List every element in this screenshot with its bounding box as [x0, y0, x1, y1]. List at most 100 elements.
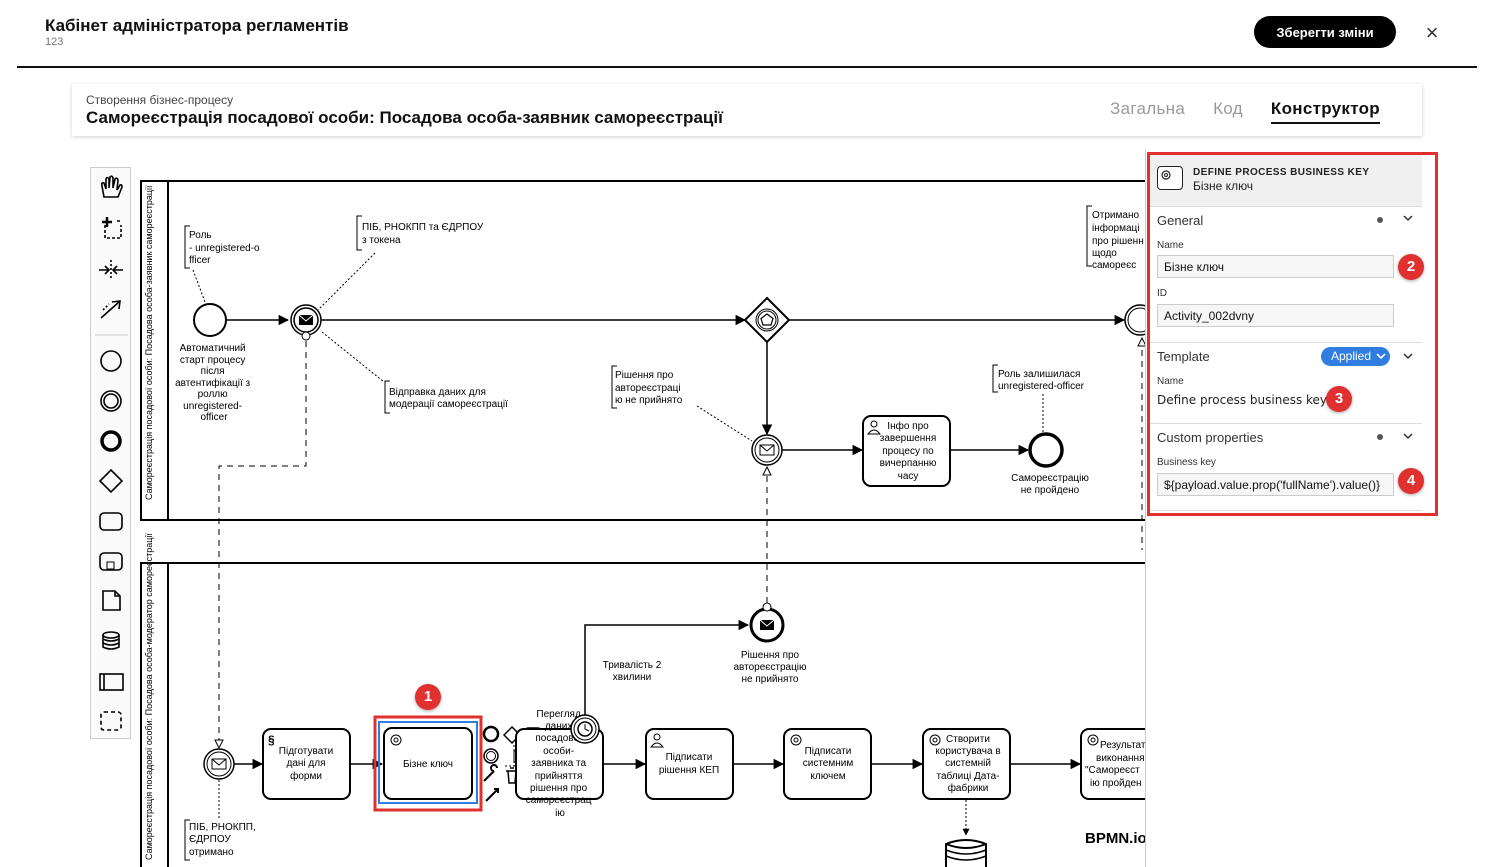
end-event[interactable] [1028, 432, 1064, 468]
append-end-event-icon [482, 725, 500, 743]
svg-text:Бізне ключ: Бізне ключ [403, 759, 453, 770]
group-template-title[interactable]: Template [1157, 349, 1210, 364]
data-store[interactable] [945, 839, 987, 867]
intermediate-event-icon[interactable] [100, 390, 122, 412]
hand-tool-icon[interactable] [100, 175, 123, 198]
element-type: DEFINE PROCESS BUSINESS KEY [1193, 167, 1370, 178]
tab-constructor[interactable]: Конструктор [1270, 99, 1380, 124]
group-general-title[interactable]: General [1157, 213, 1204, 228]
properties-header: DEFINE PROCESS BUSINESS KEY Бізне ключ [1149, 154, 1422, 206]
gateway-icon[interactable] [98, 468, 124, 494]
task-icon[interactable] [99, 512, 123, 531]
process-title: Самореєстрація посадової особи: Посадова… [86, 108, 723, 127]
chevron-down-icon[interactable] [1402, 212, 1414, 227]
process-label: Створення бізнес-процесу [86, 93, 234, 107]
bpmn-io-watermark[interactable]: BPMN.io [1085, 830, 1145, 847]
selected-task-highlight [373, 715, 483, 812]
callout-badge-3: 3 [1326, 386, 1352, 412]
participant-icon[interactable] [99, 673, 124, 691]
data-object-icon[interactable] [102, 590, 121, 611]
callout-badge-4: 4 [1398, 468, 1424, 494]
chevron-down-icon [1376, 353, 1386, 360]
message-end-event[interactable] [749, 607, 785, 643]
element-name: Бізне ключ [1193, 179, 1254, 193]
space-tool-icon[interactable] [99, 260, 123, 280]
chevron-down-icon[interactable] [1402, 350, 1414, 365]
name-input[interactable] [1157, 255, 1394, 278]
subprocess-icon[interactable] [99, 552, 123, 571]
business-key-label: Business key [1157, 457, 1216, 468]
message-catch-event[interactable] [751, 434, 783, 466]
message-throw-event[interactable] [290, 304, 322, 336]
template-applied-badge[interactable]: Applied [1321, 347, 1390, 366]
lasso-tool-icon[interactable] [102, 217, 122, 239]
app-title: Кабінет адміністратора регламентів [45, 16, 349, 35]
task-business-key[interactable]: Бізне ключ [383, 727, 473, 800]
separator [1150, 423, 1422, 424]
separator [1150, 206, 1422, 207]
message-start-event[interactable] [203, 748, 235, 780]
tab-general[interactable]: Загальна [1110, 99, 1186, 118]
pool-moderator[interactable]: Самореєстрація посадової особи: Посадова… [140, 533, 1145, 867]
wrench-icon [483, 764, 498, 782]
timer-boundary-event[interactable] [570, 714, 600, 744]
app-subtitle: 123 [45, 36, 64, 48]
template-name-value: Define process business key [1157, 393, 1328, 407]
service-task-icon [1157, 166, 1183, 190]
task-review-decision[interactable]: Перегляд даних посадової особи- заявника… [515, 709, 604, 819]
close-icon[interactable]: × [1425, 20, 1439, 45]
event-gateway[interactable] [743, 296, 791, 344]
properties-highlight-frame [1147, 152, 1438, 516]
bpmn-diagram[interactable]: Самореєстрація посадової особи: Посадова… [0, 150, 1145, 867]
end-event-icon[interactable] [100, 430, 122, 452]
bpmn-canvas[interactable]: Самореєстрація посадової особи: Посадова… [0, 150, 1145, 867]
svg-text:Роль- unregistered-officer: Роль- unregistered-officer [189, 230, 260, 266]
group-general-dot [1377, 217, 1383, 223]
pool-applicant[interactable]: Самореєстрація посадової особи: Посадова… [140, 180, 1145, 521]
chevron-down-icon[interactable] [1402, 430, 1414, 445]
message-catch-event-right[interactable] [1124, 304, 1145, 336]
save-changes-button[interactable]: Зберегти зміни [1254, 16, 1396, 48]
group-custom-title[interactable]: Custom properties [1157, 430, 1264, 445]
start-event[interactable] [193, 303, 227, 337]
tab-code[interactable]: Код [1213, 99, 1243, 118]
group-icon[interactable] [100, 711, 122, 731]
separator [1150, 342, 1422, 343]
id-input[interactable] [1157, 304, 1394, 327]
header-divider [17, 66, 1477, 68]
business-key-input[interactable] [1157, 473, 1394, 496]
connect-tool-icon[interactable] [100, 300, 121, 319]
callout-badge-1: 1 [415, 684, 441, 710]
svg-text:Перегляд даних пос: Перегляд даних посадової особи- заявника… [526, 709, 594, 819]
data-store-icon[interactable] [102, 631, 120, 650]
tool-palette [90, 167, 131, 739]
callout-badge-2: 2 [1398, 254, 1424, 280]
start-event-icon[interactable] [100, 350, 122, 372]
start-event-label: Автоматичний старт процесу після автенти… [175, 343, 253, 423]
tab-bar: Загальна Код Конструктор [1110, 99, 1380, 124]
